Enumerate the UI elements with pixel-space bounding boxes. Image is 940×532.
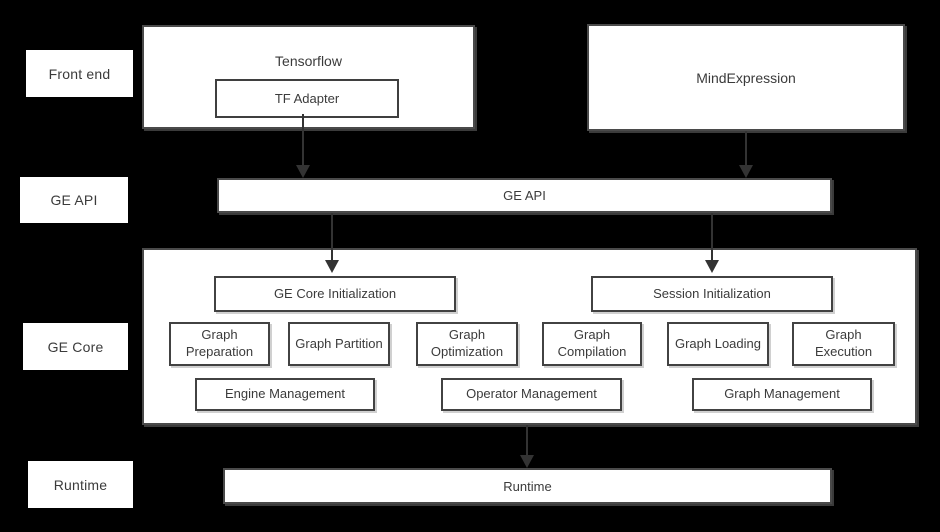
row-label-ge-api: GE API [20,177,128,223]
ge-core-initialization-label: GE Core Initialization [273,285,397,301]
graph-partition-box: Graph Partition [288,322,390,366]
ge-core-initialization-box: GE Core Initialization [214,276,456,312]
arrow-head-icon [705,260,719,273]
session-initialization-box: Session Initialization [591,276,833,312]
graph-loading-label: Graph Loading [674,335,761,351]
engine-management-label: Engine Management [225,386,345,402]
ge-api-bar: GE API [217,178,832,213]
arrow-shaft [302,114,304,169]
graph-management-box: Graph Management [692,378,872,411]
graph-execution-box: Graph Execution [792,322,895,366]
runtime-label: Runtime [503,478,552,494]
graph-management-label: Graph Management [724,386,840,402]
tf-adapter-label: TF Adapter [274,91,340,106]
arrow-ge-core-to-runtime [520,425,534,468]
ge-api-label: GE API [503,188,546,203]
arrow-ge-api-to-ge-core-initialization [325,213,339,273]
graph-compilation-box: Graph Compilation [542,322,642,366]
arrow-head-icon [739,165,753,178]
row-label-front-end-text: Front end [48,65,111,82]
tensorflow-title: Tensorflow [275,53,342,69]
graph-optimization-label: Graph Optimization [430,327,504,359]
row-label-front-end: Front end [26,50,133,97]
arrow-shaft [745,131,747,169]
ge-core-box: GE Core Initialization Session Initializ… [142,248,917,425]
graph-execution-label: Graph Execution [814,327,873,359]
row-label-ge-core: GE Core [23,323,128,370]
tf-adapter-box: TF Adapter [215,79,399,118]
graph-compilation-label: Graph Compilation [557,327,627,359]
arrow-shaft [331,213,333,264]
arrow-ge-api-to-session-initialization [705,213,719,273]
row-label-runtime: Runtime [28,461,133,508]
runtime-bar: Runtime [223,468,832,504]
arrow-head-icon [325,260,339,273]
arrow-head-icon [520,455,534,468]
operator-management-box: Operator Management [441,378,622,411]
mindexpression-box: MindExpression [587,24,905,131]
graph-optimization-box: Graph Optimization [416,322,518,366]
row-label-ge-api-text: GE API [50,192,98,208]
graph-preparation-label: Graph Preparation [185,327,254,359]
graph-loading-box: Graph Loading [667,322,769,366]
graph-preparation-box: Graph Preparation [169,322,270,366]
row-label-ge-core-text: GE Core [47,338,104,355]
engine-management-box: Engine Management [195,378,375,411]
operator-management-label: Operator Management [466,386,597,402]
graph-partition-label: Graph Partition [295,335,383,351]
tensorflow-box: Tensorflow TF Adapter [142,25,475,129]
arrow-shaft [711,213,713,264]
session-initialization-label: Session Initialization [653,285,771,301]
row-label-runtime-text: Runtime [53,476,108,493]
arrow-mindexpression-to-ge-api [739,131,753,178]
arrow-shaft [526,425,528,459]
mindexpression-label: MindExpression [696,69,796,86]
arrow-tf-adapter-to-ge-api [296,114,310,178]
arrow-head-icon [296,165,310,178]
